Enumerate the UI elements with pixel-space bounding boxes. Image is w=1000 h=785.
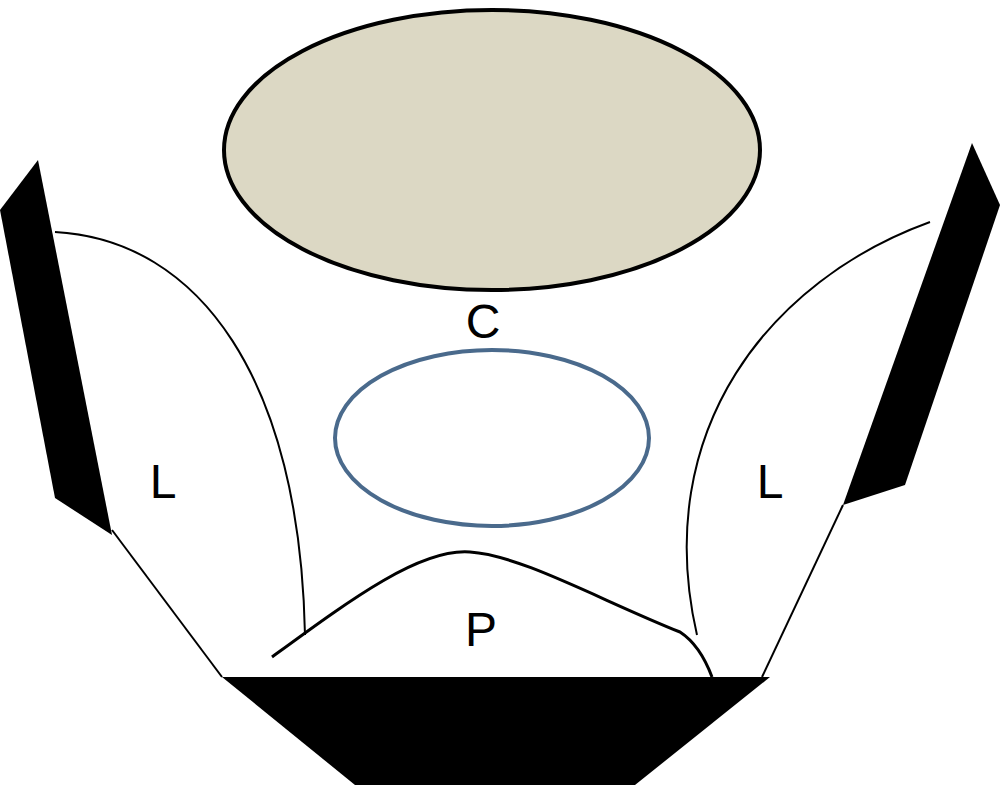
inner-ellipse	[335, 350, 649, 526]
bottom-blade	[222, 677, 770, 785]
region-label: L	[150, 458, 177, 506]
left-edge-line	[112, 530, 222, 677]
right-edge-line	[762, 505, 843, 677]
region-label: C	[466, 298, 501, 346]
left-curve	[55, 232, 305, 635]
right-curve	[687, 222, 930, 635]
right-blade	[843, 143, 1000, 505]
region-label: P	[465, 606, 497, 654]
region-label: L	[757, 458, 784, 506]
upper-ellipse	[224, 10, 760, 290]
lower-curve	[272, 552, 712, 677]
left-blade	[0, 160, 112, 535]
